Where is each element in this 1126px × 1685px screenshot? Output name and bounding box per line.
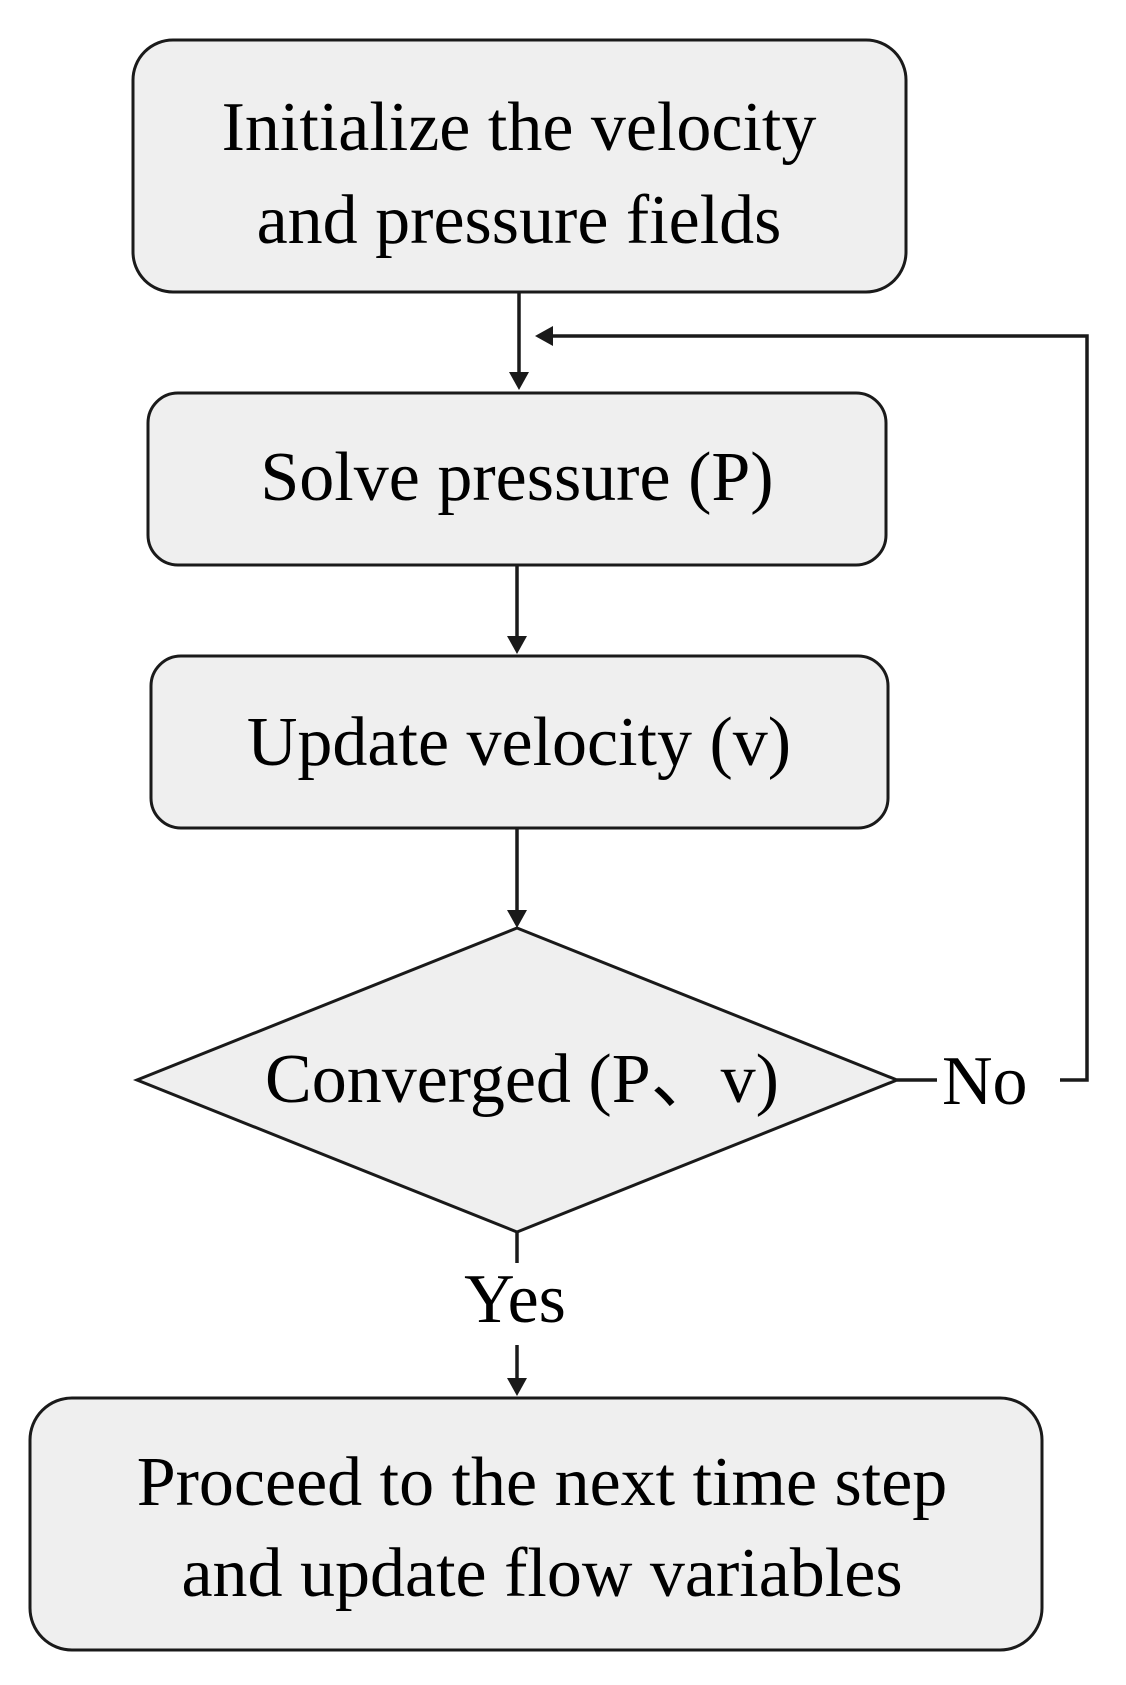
node-proceed-line2: and update flow variables xyxy=(181,1535,902,1612)
node-initialize-line1: Initialize the velocity xyxy=(222,89,817,166)
node-proceed: Proceed to the next time step and update… xyxy=(28,1396,1044,1652)
edge-solve-to-update xyxy=(507,565,527,654)
node-solve-pressure: Solve pressure (P) xyxy=(146,391,888,567)
node-converged-label: Converged (P、v) xyxy=(265,1041,779,1118)
edge-no-loop: No xyxy=(535,326,1089,1120)
node-converged-decision: Converged (P、v) xyxy=(132,926,902,1234)
node-initialize-line2: and pressure fields xyxy=(257,182,782,259)
node-update-velocity-label: Update velocity (v) xyxy=(247,704,791,781)
node-initialize: Initialize the velocity and pressure fie… xyxy=(131,38,908,294)
node-proceed-line1: Proceed to the next time step xyxy=(137,1444,948,1521)
edge-init-to-solve xyxy=(509,292,529,390)
edge-yes-label: Yes xyxy=(464,1261,566,1338)
node-update-velocity: Update velocity (v) xyxy=(149,654,890,830)
node-solve-pressure-label: Solve pressure (P) xyxy=(260,439,773,516)
edge-update-to-converged xyxy=(507,828,527,928)
edge-no-label: No xyxy=(942,1043,1028,1120)
edge-yes-path: Yes xyxy=(464,1232,566,1396)
